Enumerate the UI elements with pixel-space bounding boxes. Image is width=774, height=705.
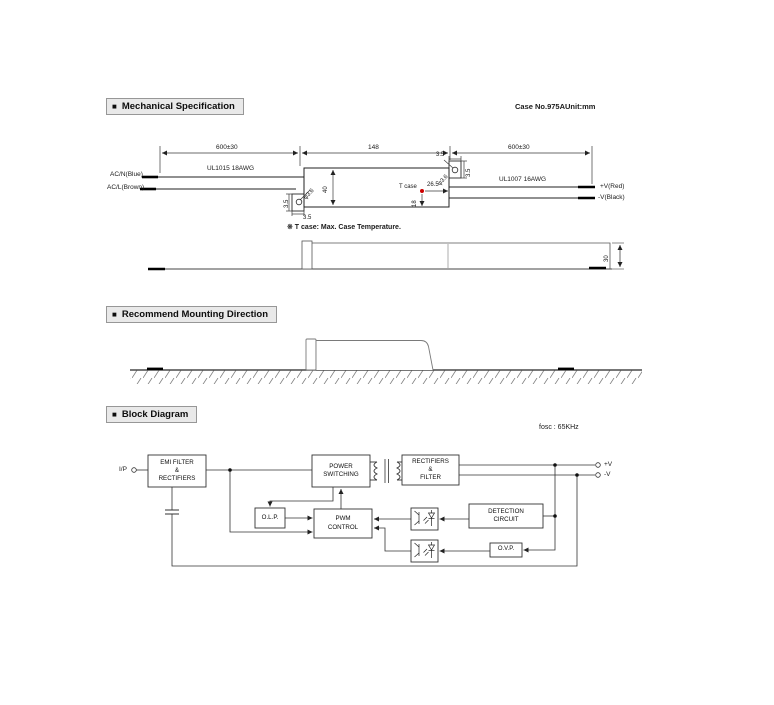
output-pos-label: +V [604,461,613,468]
output-wire-type: UL1007 16AWG [499,176,547,183]
mechanical-front-view [140,146,595,216]
section-title-mounting: Recommend Mounting Direction [121,309,269,320]
det-line1: DETECTION [488,507,524,515]
section-header-block: ■ Block Diagram [106,406,198,423]
emi-line2: & [174,466,180,474]
mounted-case-profile [315,340,434,371]
wire-label-vminus: -V(Black) [598,194,625,201]
rect-line3: FILTER [420,474,441,482]
ovp-label: O.V.P. [490,543,522,557]
section-header-mechanical: ■ Mechanical Specification [106,98,244,115]
olp-text: O.L.P. [261,513,279,521]
square-bullet-icon: ■ [112,409,117,419]
dim-tab-right-width: 3.5 [436,152,445,158]
pwm-line2: CONTROL [327,523,359,531]
power-switching-label: POWER SWITCHING [312,455,370,487]
wire-label-acn: AC/N(Blue) [110,171,143,178]
tcase-label: T case [399,184,417,190]
olp-label: O.L.P. [255,508,285,528]
wire-label-acl: AC/L(Brown) [107,184,145,191]
detection-circuit-block [468,503,544,529]
pwm-control-block [313,508,373,539]
square-bullet-icon: ■ [112,101,117,111]
power-switching-block [311,454,371,488]
transformer-icon [370,459,402,483]
mounting-diagram [130,338,642,384]
left-mounting-hole [295,198,303,206]
dim-tcase-from-bottom: 18 [412,200,418,207]
rectifiers-filter-block [401,454,460,486]
dim-tab-left-offset: 3.5 [303,215,312,221]
case-body [303,167,450,208]
emi-line3: RECTIFIERS [158,475,196,483]
ground-hatch [130,370,642,384]
rect-line2: & [428,465,433,473]
optocoupler-icon [414,542,436,558]
section-header-mounting: ■ Recommend Mounting Direction [106,306,278,323]
vminus-terminal [595,472,601,478]
junction-dot [553,514,557,518]
rectifiers-filter-label: RECTIFIERS & FILTER [402,455,459,485]
junction-dot [228,468,232,472]
side-view [148,240,624,271]
section-title-block: Block Diagram [121,409,189,420]
tcase-note: ※ T case: Max. Case Temperature. [287,224,401,231]
power-line2: SWITCHING [323,471,359,478]
ovp-text: O.V.P. [497,546,515,553]
junction-dot [575,473,579,477]
pwm-line1: PWM [335,515,351,523]
olp-block [254,507,286,529]
case-number: Case No.975A [515,102,566,111]
emi-line1: EMI FILTER [160,458,194,466]
square-bullet-icon: ■ [112,309,117,319]
dim-right-wire: 600±30 [508,144,530,151]
right-mounting-hole [451,166,459,174]
pwm-control-label: PWM CONTROL [314,509,372,538]
section-title-mechanical: Mechanical Specification [121,101,235,112]
dim-left-wire: 600±30 [216,144,238,151]
dim-case-width: 148 [368,144,379,151]
vplus-terminal [595,462,601,468]
unit-label: Unit:mm [565,102,596,111]
dim-tab-right-height: 3.5 [466,168,472,177]
dim-tcase-from-edge: 26.5 [427,182,439,188]
optocoupler-icon [414,510,436,526]
junction-dot [553,463,557,467]
wire-label-vplus: +V(Red) [600,183,625,190]
input-label: I/P [119,466,127,473]
tcase-dot [420,189,424,193]
block-diagram [131,454,601,567]
input-wire-type: UL1015 18AWG [207,165,255,172]
detection-circuit-label: DETECTION CIRCUIT [469,504,543,528]
ovp-block [489,542,523,558]
fosc-label: fosc : 65KHz [539,424,579,431]
power-line1: POWER [329,462,353,470]
rect-line1: RECTIFIERS [412,457,449,465]
dim-case-height: 40 [323,186,329,193]
input-terminal [131,467,137,473]
dim-tab-left-height: 3.5 [284,199,290,208]
emi-filter-label: EMI FILTER & RECTIFIERS [148,455,206,487]
det-line2: CIRCUIT [493,516,519,523]
dim-side-height: 30 [604,255,610,262]
emi-filter-block [147,454,207,488]
output-neg-label: -V [604,471,611,478]
